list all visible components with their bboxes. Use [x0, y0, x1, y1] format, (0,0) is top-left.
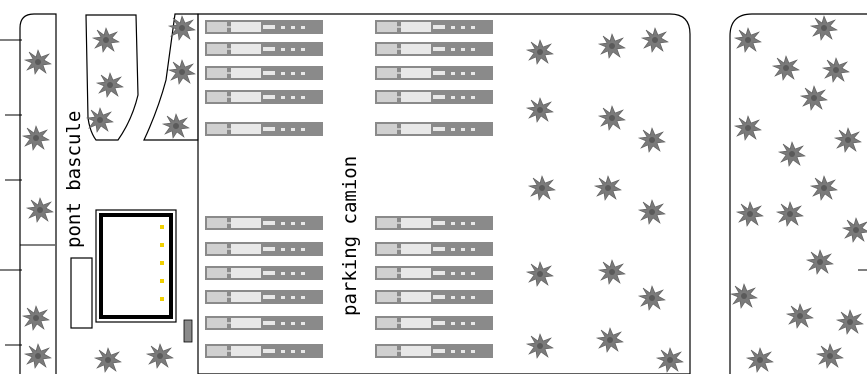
left-road-outline [19, 13, 57, 374]
tree-symbol-icon [638, 127, 666, 153]
tree-symbol-icon [526, 261, 554, 287]
truck-symbol-icon [375, 316, 493, 330]
tree-symbol-icon [772, 55, 800, 81]
tree-symbol-icon [594, 175, 622, 201]
tree-symbol-icon [836, 309, 864, 335]
tree-symbol-icon [641, 27, 669, 53]
tree-symbol-icon [736, 201, 764, 227]
bollard [183, 319, 193, 343]
tree-symbol-icon [96, 72, 124, 98]
tree-symbol-icon [26, 197, 54, 223]
truck-symbol-icon [205, 90, 323, 104]
tree-symbol-icon [638, 199, 666, 225]
truck-symbol-icon [205, 122, 323, 136]
truck-symbol-icon [375, 20, 493, 34]
tree-symbol-icon [810, 175, 838, 201]
truck-symbol-icon [375, 242, 493, 256]
tree-symbol-icon [800, 85, 828, 111]
tree-symbol-icon [92, 27, 120, 53]
truck-symbol-icon [205, 266, 323, 280]
tree-symbol-icon [746, 347, 774, 373]
tree-symbol-icon [822, 57, 850, 83]
tree-symbol-icon [598, 33, 626, 59]
green-area-right [729, 13, 867, 374]
tree-symbol-icon [810, 15, 838, 41]
truck-symbol-icon [205, 316, 323, 330]
tree-symbol-icon [598, 105, 626, 131]
tree-symbol-icon [734, 27, 762, 53]
truck-symbol-icon [375, 90, 493, 104]
truck-symbol-icon [375, 122, 493, 136]
tree-symbol-icon [834, 127, 862, 153]
tree-symbol-icon [776, 201, 804, 227]
tree-symbol-icon [656, 347, 684, 373]
tree-symbol-icon [730, 283, 758, 309]
tree-symbol-icon [638, 285, 666, 311]
tree-symbol-icon [94, 347, 122, 373]
tree-symbol-icon [596, 327, 624, 353]
left-boundary [0, 39, 55, 346]
tree-symbol-icon [22, 305, 50, 331]
truck-symbol-icon [205, 344, 323, 358]
tree-symbol-icon [146, 343, 174, 369]
tree-symbol-icon [526, 333, 554, 359]
truck-symbol-icon [205, 42, 323, 56]
tree-symbol-icon [162, 113, 190, 139]
truck-parking-area [197, 13, 691, 374]
truck-parking-label: parking camion [339, 156, 361, 316]
truck-symbol-icon [205, 20, 323, 34]
truck-parking-stalls [205, 20, 493, 358]
truck-symbol-icon [375, 290, 493, 304]
tree-symbol-icon [526, 97, 554, 123]
truck-symbol-icon [375, 66, 493, 80]
truck-symbol-icon [375, 216, 493, 230]
tree-symbol-icon [778, 141, 806, 167]
planter-island-left [85, 14, 139, 141]
truck-symbol-icon [375, 344, 493, 358]
tree-symbol-icon [734, 115, 762, 141]
weighbridge [95, 209, 177, 323]
tree-symbol-icon [24, 49, 52, 75]
tree-symbol-icon [816, 343, 844, 369]
truck-symbol-icon [205, 66, 323, 80]
truck-symbol-icon [205, 242, 323, 256]
tree-symbol-icon [806, 249, 834, 275]
truck-symbol-icon [375, 42, 493, 56]
tree-symbol-icon [598, 259, 626, 285]
tree-symbol-icon [168, 59, 196, 85]
tree-symbol-icon [786, 303, 814, 329]
tree-symbol-icon [526, 39, 554, 65]
tree-symbol-icon [528, 175, 556, 201]
truck-symbol-icon [205, 290, 323, 304]
truck-symbol-icon [375, 266, 493, 280]
weighbridge-label: pont bascule [63, 111, 85, 248]
truck-symbol-icon [205, 216, 323, 230]
planter-island-right [143, 13, 199, 141]
tree-symbol-icon [22, 125, 50, 151]
weighbridge-kiosk [70, 257, 93, 329]
tree-symbol-icon [24, 343, 52, 369]
tree-symbol-icon [842, 217, 867, 243]
